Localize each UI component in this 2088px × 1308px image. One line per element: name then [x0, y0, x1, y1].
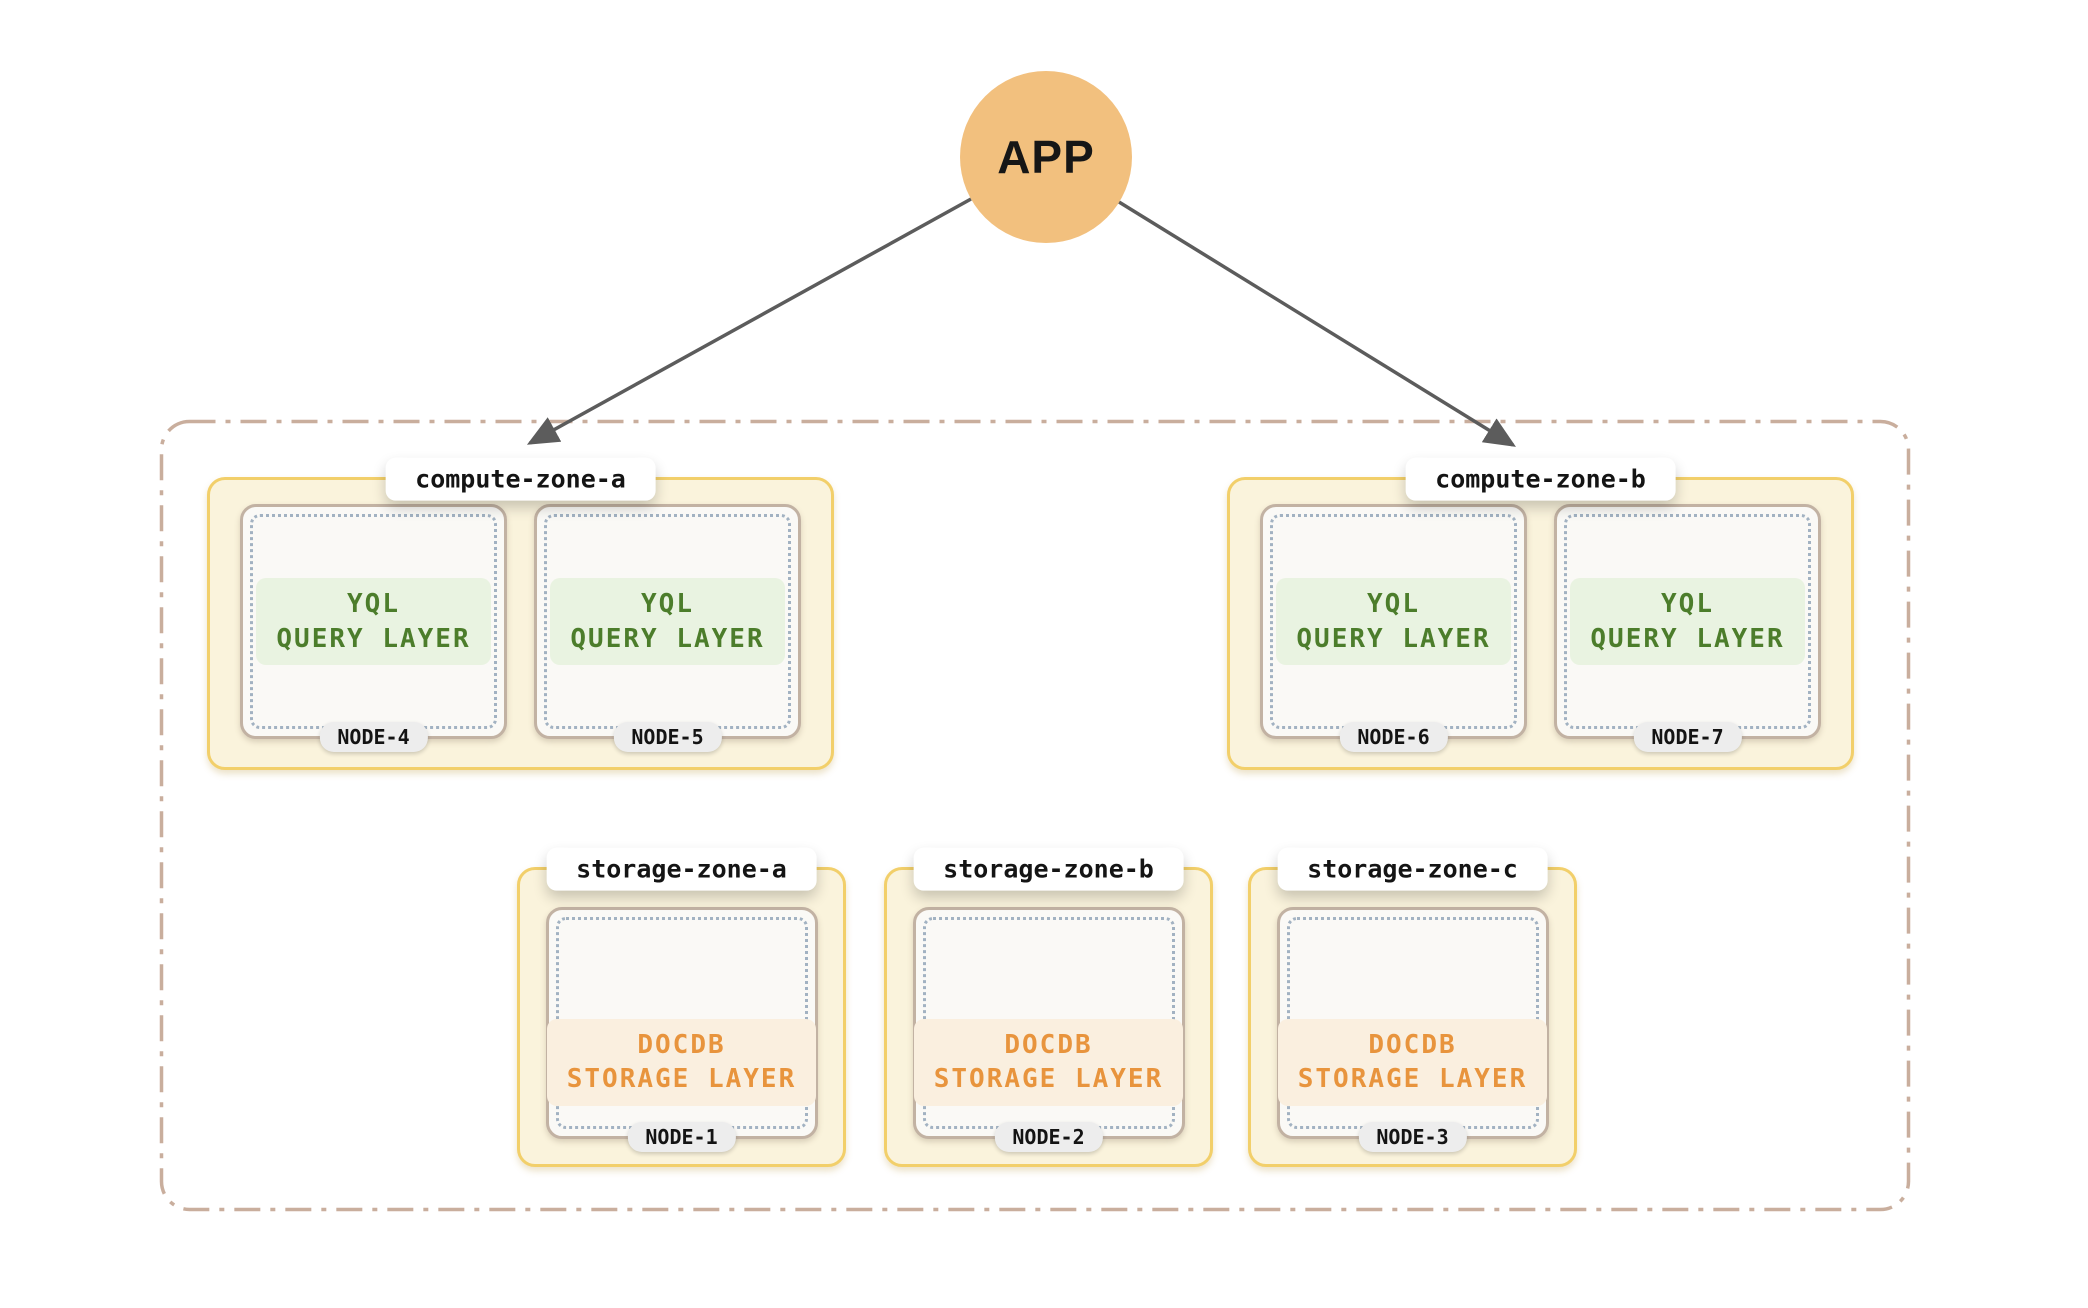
- node-name-pill: NODE-4: [319, 722, 428, 752]
- storage-zone-c-label: storage-zone-c: [1277, 847, 1548, 891]
- app-to-compute-zone-b-arrow: [1118, 200, 1516, 447]
- compute-zone-a: compute-zone-a YQL QUERY LAYER NODE-4 YQ…: [207, 457, 834, 770]
- yql-query-layer-badge: YQL QUERY LAYER: [256, 577, 491, 666]
- cluster-boundary: [159, 419, 1911, 1212]
- docdb-storage-layer-badge: DOCDB STORAGE LAYER: [913, 1018, 1184, 1106]
- layer-line1: DOCDB: [1368, 1029, 1457, 1060]
- layer-line2: QUERY LAYER: [570, 623, 765, 654]
- node-name-pill: NODE-7: [1633, 722, 1742, 752]
- docdb-storage-layer-badge: DOCDB STORAGE LAYER: [546, 1018, 817, 1106]
- node-name-pill: NODE-3: [1358, 1122, 1467, 1152]
- docdb-storage-layer-badge: DOCDB STORAGE LAYER: [1277, 1018, 1548, 1106]
- compute-zone-a-nodes: YQL QUERY LAYER NODE-4 YQL QUERY LAYER N…: [240, 504, 801, 752]
- storage-zone-a: storage-zone-a DOCDB STORAGE LAYER NODE-…: [517, 847, 846, 1167]
- layer-line2: QUERY LAYER: [1590, 623, 1785, 654]
- node-2: DOCDB STORAGE LAYER NODE-2: [912, 907, 1185, 1152]
- node-name-pill: NODE-2: [994, 1122, 1103, 1152]
- storage-zone-c: storage-zone-c DOCDB STORAGE LAYER NODE-…: [1248, 847, 1577, 1167]
- layer-line1: YQL: [347, 588, 400, 619]
- compute-zone-b-label: compute-zone-b: [1405, 457, 1676, 501]
- node-4: YQL QUERY LAYER NODE-4: [240, 504, 507, 752]
- layer-line1: DOCDB: [1004, 1029, 1093, 1060]
- layer-line2: QUERY LAYER: [276, 623, 471, 654]
- node-name-pill: NODE-5: [613, 722, 722, 752]
- layer-line1: YQL: [641, 588, 694, 619]
- layer-line2: QUERY LAYER: [1296, 623, 1491, 654]
- storage-zone-a-label: storage-zone-a: [546, 847, 817, 891]
- storage-zone-a-nodes: DOCDB STORAGE LAYER NODE-1: [545, 907, 818, 1152]
- node-6: YQL QUERY LAYER NODE-6: [1260, 504, 1527, 752]
- node-name-pill: NODE-1: [627, 1122, 736, 1152]
- storage-zone-c-nodes: DOCDB STORAGE LAYER NODE-3: [1276, 907, 1549, 1152]
- app-label: APP: [997, 131, 1095, 183]
- node-5: YQL QUERY LAYER NODE-5: [534, 504, 801, 752]
- layer-line2: STORAGE LAYER: [933, 1064, 1164, 1095]
- node-7: YQL QUERY LAYER NODE-7: [1554, 504, 1821, 752]
- app-to-compute-zone-a-arrow: [526, 197, 972, 445]
- compute-zone-b: compute-zone-b YQL QUERY LAYER NODE-6 YQ…: [1227, 457, 1854, 770]
- storage-zone-b-label: storage-zone-b: [913, 847, 1184, 891]
- layer-line2: STORAGE LAYER: [566, 1064, 797, 1095]
- compute-zone-a-label: compute-zone-a: [385, 457, 656, 501]
- layer-line1: YQL: [1661, 588, 1714, 619]
- yql-query-layer-badge: YQL QUERY LAYER: [1570, 577, 1805, 666]
- node-1: DOCDB STORAGE LAYER NODE-1: [545, 907, 818, 1152]
- storage-zone-b-nodes: DOCDB STORAGE LAYER NODE-2: [912, 907, 1185, 1152]
- yql-query-layer-badge: YQL QUERY LAYER: [1276, 577, 1511, 666]
- yql-query-layer-badge: YQL QUERY LAYER: [550, 577, 785, 666]
- layer-line2: STORAGE LAYER: [1297, 1064, 1528, 1095]
- app-node: APP: [960, 71, 1132, 243]
- layer-line1: YQL: [1367, 588, 1420, 619]
- node-3: DOCDB STORAGE LAYER NODE-3: [1276, 907, 1549, 1152]
- node-name-pill: NODE-6: [1339, 722, 1448, 752]
- compute-zone-b-nodes: YQL QUERY LAYER NODE-6 YQL QUERY LAYER N…: [1260, 504, 1821, 752]
- storage-zone-b: storage-zone-b DOCDB STORAGE LAYER NODE-…: [884, 847, 1213, 1167]
- layer-line1: DOCDB: [637, 1029, 726, 1060]
